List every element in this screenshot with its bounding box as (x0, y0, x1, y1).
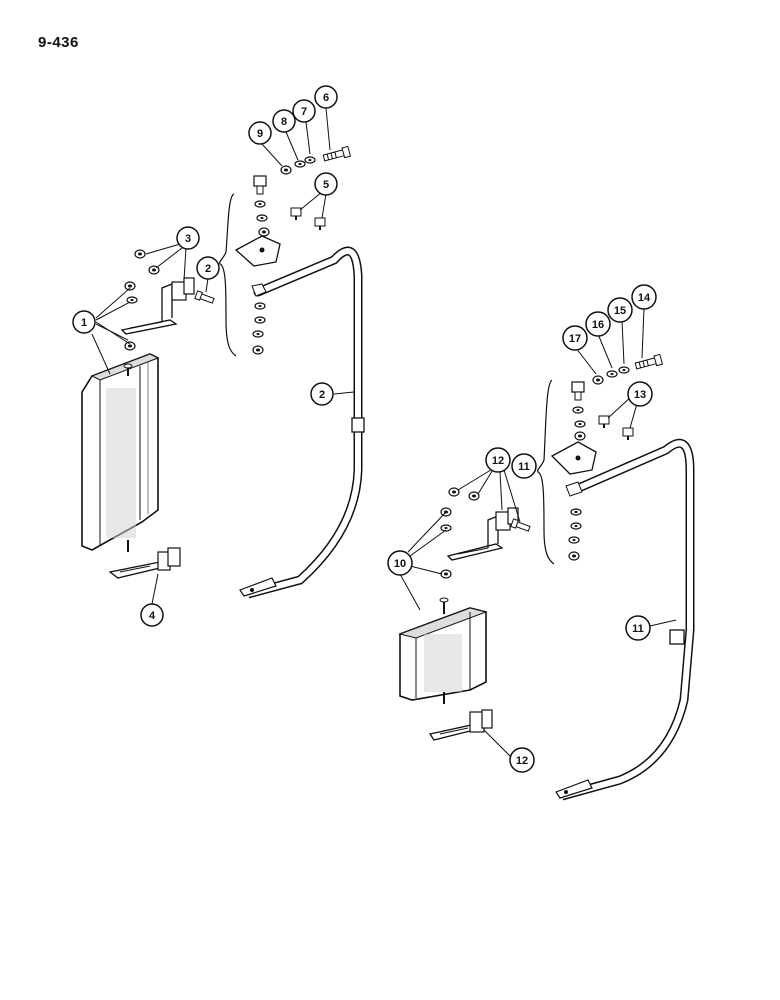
right-upper-bracket (446, 507, 519, 561)
callout-2b: 2 (310, 382, 334, 406)
right-brace (537, 379, 597, 565)
svg-text:17: 17 (569, 333, 581, 345)
svg-text:6: 6 (323, 92, 329, 104)
svg-text:2: 2 (205, 263, 211, 275)
callout-2a: 2 (196, 256, 220, 280)
callout-13: 13 (627, 381, 653, 407)
left-top-hardware (280, 145, 352, 175)
svg-text:2: 2 (319, 389, 325, 401)
left-mirror-arm (239, 246, 365, 599)
svg-text:8: 8 (281, 116, 287, 128)
right-mirror-head (398, 597, 488, 704)
callout-6: 6 (314, 85, 338, 109)
svg-text:11: 11 (518, 461, 530, 473)
callout-15: 15 (607, 297, 633, 323)
svg-text:1: 1 (81, 317, 87, 329)
callout-10: 10 (387, 550, 413, 576)
right-stack-hardware (568, 381, 634, 561)
right-lower-bracket (428, 709, 493, 741)
callout-9: 9 (248, 121, 272, 145)
callout-14: 14 (631, 284, 657, 310)
callout-8: 8 (272, 109, 296, 133)
right-mirror-arm (555, 438, 695, 801)
callout-4: 4 (140, 603, 164, 627)
left-hardware (124, 249, 215, 351)
svg-text:7: 7 (301, 106, 307, 118)
right-top-hardware (592, 353, 664, 385)
leader-lines (91, 107, 677, 759)
svg-text:5: 5 (323, 179, 329, 191)
left-brace (219, 193, 281, 357)
callout-3: 3 (176, 226, 200, 250)
svg-text:12: 12 (516, 755, 528, 767)
callout-12a: 12 (485, 447, 511, 473)
left-mirror-head (81, 353, 160, 552)
svg-text:11: 11 (632, 623, 644, 635)
callout-11b: 11 (625, 615, 651, 641)
callout-5: 5 (314, 172, 338, 196)
right-hardware (440, 487, 531, 579)
svg-text:9: 9 (257, 128, 263, 140)
left-upper-bracket (120, 277, 195, 335)
svg-text:16: 16 (592, 319, 604, 331)
page-number: 9-436 (38, 34, 79, 51)
callout-16: 16 (585, 311, 611, 337)
left-stack-hardware (252, 175, 326, 355)
svg-text:10: 10 (394, 558, 406, 570)
callout-11a: 11 (511, 453, 537, 479)
svg-text:14: 14 (638, 292, 651, 304)
callout-17: 17 (562, 325, 588, 351)
callout-1: 1 (72, 310, 96, 334)
svg-text:3: 3 (185, 233, 191, 245)
left-lower-bracket (108, 547, 181, 579)
svg-text:15: 15 (614, 305, 626, 317)
svg-text:4: 4 (149, 610, 156, 622)
callout-7: 7 (292, 99, 316, 123)
callout-12b: 12 (509, 747, 535, 773)
svg-text:13: 13 (634, 389, 646, 401)
svg-text:12: 12 (492, 455, 504, 467)
